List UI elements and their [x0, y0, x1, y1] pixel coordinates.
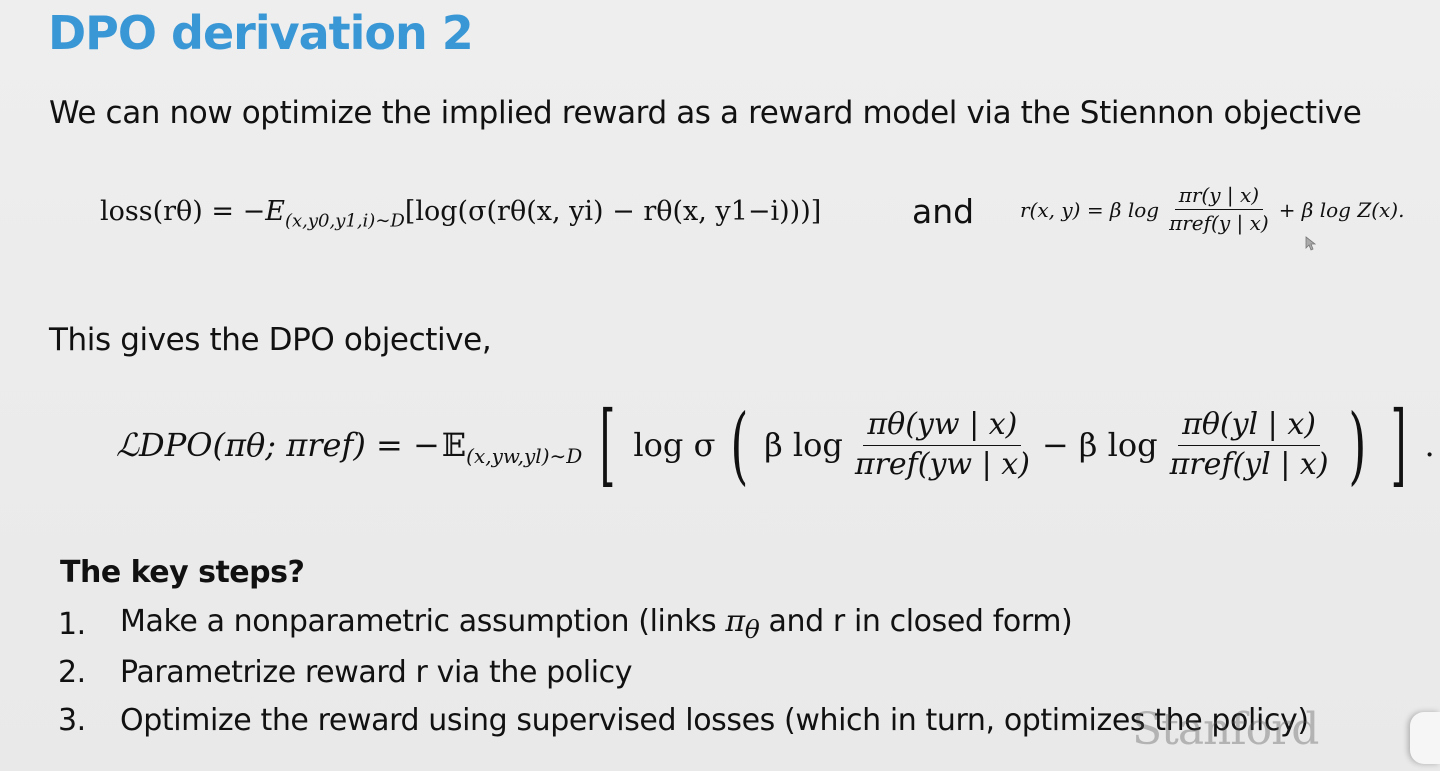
dpo-expectation-symbol: 𝔼	[441, 426, 467, 464]
dpo-fraction-loser: πθ(yl | x) πref(yl | x)	[1166, 407, 1333, 482]
step-text-after: and r in closed form)	[759, 604, 1073, 639]
reward-lhs: r(x, y) = β log	[1020, 197, 1160, 222]
gives-text: This gives the DPO objective,	[49, 322, 492, 358]
dpo-fraction-winner: πθ(yw | x) πref(yw | x)	[851, 407, 1034, 482]
reward-rhs: + β log Z(x).	[1278, 197, 1405, 222]
step-number: 2.	[58, 654, 86, 690]
dpo-lhs: ℒDPO(πθ; πref) = −	[116, 426, 440, 464]
dpo-log-sigma: log σ	[633, 426, 716, 464]
step-text: Optimize the reward using supervised los…	[120, 702, 1309, 738]
reward-fraction: πr(y | x) πref(y | x)	[1165, 184, 1273, 235]
left-square-bracket: [	[599, 392, 616, 497]
reward-fraction-denominator: πref(y | x)	[1169, 211, 1269, 235]
intro-text: We can now optimize the implied reward a…	[49, 95, 1362, 131]
reward-equation: r(x, y) = β log πr(y | x) πref(y | x) + …	[1020, 184, 1404, 235]
step-number: 1.	[58, 606, 86, 642]
mouse-cursor-icon	[1305, 236, 1317, 251]
dpo-expectation-subscript: (x,yw,yl)∼D	[466, 444, 583, 468]
pi-theta-symbol: πθ	[725, 604, 759, 644]
pi-symbol: π	[725, 604, 745, 639]
theta-subscript: θ	[744, 615, 760, 644]
reward-fraction-numerator: πr(y | x)	[1174, 184, 1264, 210]
side-panel-handle-icon[interactable]	[1410, 712, 1440, 764]
loss-body: [log(σ(rθ(x, yi) − rθ(x, y1−i)))]	[404, 196, 822, 227]
list-item: 1. Make a nonparametric assumption (link…	[58, 600, 1309, 648]
loss-expectation-symbol: E	[265, 196, 285, 227]
step-text: Parametrize reward r via the policy	[120, 654, 633, 690]
list-item: 2. Parametrize reward r via the policy	[58, 648, 1309, 696]
right-square-bracket: ]	[1390, 392, 1407, 497]
left-paren: (	[730, 396, 749, 494]
step-text: Make a nonparametric assumption (links π…	[120, 604, 1073, 644]
list-item: 3. Optimize the reward using supervised …	[58, 696, 1309, 744]
step-number: 3.	[58, 702, 86, 738]
dpo-fraction-loser-denominator: πref(yl | x)	[1169, 446, 1329, 482]
key-steps-list: 1. Make a nonparametric assumption (link…	[58, 600, 1309, 744]
dpo-fraction-loser-numerator: πθ(yl | x)	[1178, 407, 1320, 446]
dpo-period: .	[1424, 426, 1435, 464]
loss-lhs: loss(rθ) = −	[100, 196, 266, 227]
key-steps-heading: The key steps?	[60, 555, 305, 590]
and-connector: and	[912, 192, 975, 231]
dpo-fraction-winner-denominator: πref(yw | x)	[854, 446, 1030, 482]
step-text-before: Make a nonparametric assumption (links	[120, 604, 726, 639]
stanford-watermark: Stanford	[1132, 704, 1319, 755]
dpo-objective-equation: ℒDPO(πθ; πref) = −𝔼(x,yw,yl)∼D [ log σ (…	[116, 400, 1435, 490]
dpo-fraction-winner-numerator: πθ(yw | x)	[863, 407, 1022, 446]
dpo-beta-log-1: β log	[764, 426, 843, 464]
loss-expectation-subscript: (x,y0,y1,i)∼D	[284, 210, 405, 232]
dpo-minus-beta-log: − β log	[1041, 426, 1158, 464]
slide-title: DPO derivation 2	[48, 6, 474, 60]
loss-equation: loss(rθ) = −E(x,y0,y1,i)∼D[log(σ(rθ(x, y…	[100, 196, 821, 231]
right-paren: )	[1347, 396, 1366, 494]
